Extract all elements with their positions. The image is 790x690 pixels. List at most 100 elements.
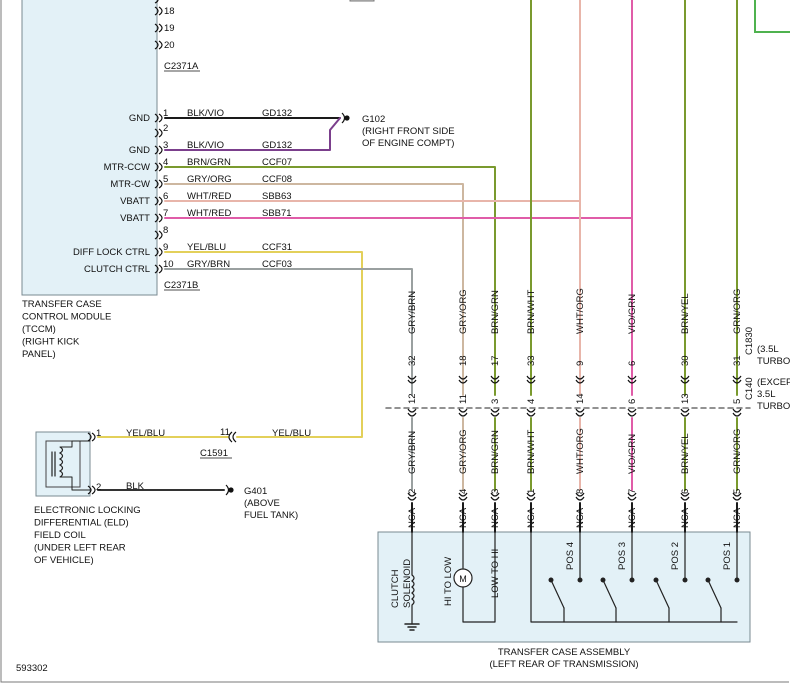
tccm-pin-connector: [154, 179, 159, 189]
wire-color-code: VIO/GRN: [627, 294, 638, 334]
c140-pin-connector: [627, 412, 637, 417]
ground-g102-id: G102: [362, 114, 385, 125]
wire-color-code: YEL/BLU: [187, 242, 226, 253]
switch-arm: [550, 579, 565, 609]
switch-arm: [707, 579, 722, 609]
transfer-case-assembly-box: [377, 531, 751, 643]
assembly-pin-connector: [526, 496, 536, 501]
connector-pin-number: 6: [680, 489, 691, 494]
eld-pin-connector: [87, 485, 92, 495]
tccm-pin-number: 9: [163, 242, 168, 253]
connector-c1830-label: (3.5L: [757, 344, 779, 355]
tccm-pin-number: 1: [163, 108, 168, 119]
tccm-pin-number: 19: [164, 23, 175, 34]
switch-contact: [629, 577, 635, 583]
c140-pin-connector: [407, 408, 417, 413]
tccm-pin-connector: [158, 23, 163, 33]
c140-pin-connector: [490, 408, 500, 413]
tccm-pin-connector: [154, 128, 159, 138]
assembly-pin-connector: [732, 496, 742, 501]
wire-color-code: GRY/BRN: [187, 259, 230, 270]
ground-g401-symbol: [228, 487, 234, 493]
connector-pin-number: 14: [575, 393, 586, 404]
connector-pin-number: 30: [680, 355, 691, 366]
tccm-pin-number: 2: [163, 123, 168, 134]
c1830-pin-connector: [575, 379, 585, 384]
tccm-pin-number: 8: [163, 225, 168, 236]
eld-label-line: OF VEHICLE): [34, 555, 94, 566]
components: [45, 0, 742, 631]
connector-pin-number: 33: [526, 355, 537, 366]
connector-pin-number: 32: [407, 355, 418, 366]
c140-pin-connector: [526, 412, 536, 417]
tccm-pin-connector: [154, 230, 159, 240]
wire-color-code: BRN/YEL: [680, 433, 691, 474]
nca-label: NCA: [490, 507, 501, 528]
c1830-pin-connector: [732, 375, 742, 380]
connector-pin-number: 4: [458, 489, 469, 494]
coil-lead: [59, 440, 91, 448]
c140-pin-connector: [458, 408, 468, 413]
tccm-pin-connector: [158, 179, 163, 189]
c1830-pin-connector: [458, 375, 468, 380]
circuit-number: GD132: [262, 108, 292, 119]
tccm-pin-connector: [158, 247, 163, 257]
switch-arm: [655, 579, 670, 609]
circuit-number: SBB63: [262, 191, 292, 202]
assembly-pin-connector: [627, 496, 637, 501]
wire-color-code: GRN/ORG: [732, 429, 743, 474]
tccm-pin-number: 7: [163, 208, 168, 219]
wire-color-code: BRN/WHT: [526, 289, 537, 334]
tccm-pin-connector: [158, 213, 163, 223]
connector-c140-label: 3.5L: [757, 389, 776, 400]
connector-pin-number: 8: [575, 489, 586, 494]
eld-pin-connector: [91, 485, 96, 495]
wire-color-code: BRN/YEL: [680, 293, 691, 334]
circuit-number: GD132: [262, 140, 292, 151]
c1830-pin-connector: [407, 375, 417, 380]
connector-pin-number: 9: [575, 361, 586, 366]
wire-ccf07: [164, 166, 496, 396]
switch-arm: [602, 579, 617, 609]
tccm-pin-connector: [158, 113, 163, 123]
wire-color-code: WHT/RED: [187, 191, 231, 202]
c1591-pin-number: 11: [220, 427, 230, 438]
wire-color-code: GRN/ORG: [732, 289, 743, 334]
nca-label: NCA: [458, 507, 469, 528]
c1830-pin-connector: [732, 379, 742, 384]
wire-color-code: GRY/BRN: [407, 291, 418, 334]
tccm-pin-number: 6: [163, 191, 168, 202]
clipped-green-component: [754, 0, 790, 33]
tccm-pin-connector: [158, 128, 163, 138]
assembly-pin-connector: [458, 492, 468, 497]
ground-g401-id: G401: [244, 486, 267, 497]
tccm-pin-number: 4: [163, 157, 168, 168]
nca-label: NCA: [575, 507, 586, 528]
wire-color-code: WHT/ORG: [575, 288, 586, 334]
hi-to-low-label: HI TO LOW: [443, 557, 454, 606]
connector-pin-number: 1: [526, 489, 537, 494]
switch-contact: [577, 577, 583, 583]
c140-pin-connector: [458, 412, 468, 417]
tccm-pin-number: 18: [164, 6, 175, 17]
tccm-circuit-name: VBATT: [120, 196, 150, 207]
clutch-solenoid-label: SOLENOID: [402, 559, 413, 608]
tccm-pin-connector: [154, 23, 159, 33]
c140-pin-connector: [680, 408, 690, 413]
wire-color-code: BLK: [126, 481, 145, 492]
connector-pin-number: 17: [490, 355, 501, 366]
eld-label-line: (UNDER LEFT REAR: [34, 543, 126, 554]
c140-pin-connector: [575, 408, 585, 413]
connector-pin-number: 2: [407, 489, 418, 494]
wire-ccf03: [164, 268, 413, 396]
tccm-module-box: [21, 0, 158, 296]
wire-color-code: BRN/GRN: [187, 157, 231, 168]
connector-id-c1591: C1591: [200, 448, 228, 459]
tccm-pin-connector: [154, 40, 159, 50]
tccm-circuit-name: MTR-CW: [110, 179, 150, 190]
wire-color-code: BRN/WHT: [526, 429, 537, 474]
c1591-connector-symbol: [232, 431, 237, 443]
wire-color-code: GRY/ORG: [458, 289, 469, 334]
